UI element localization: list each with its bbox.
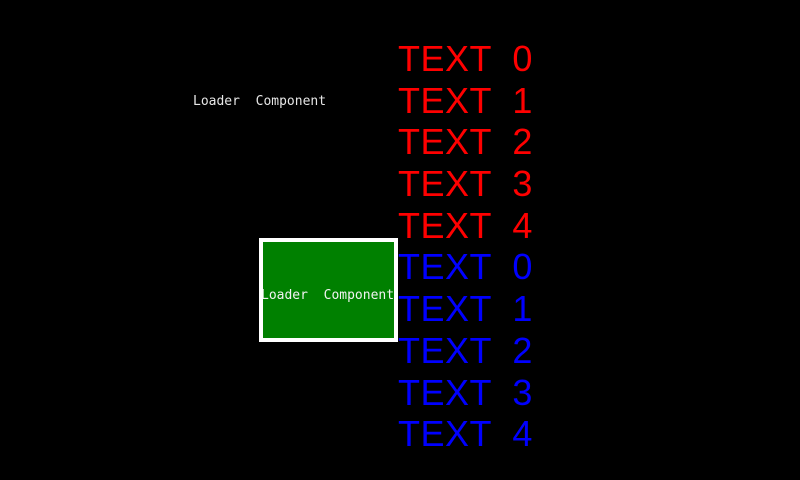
text-row-red-2[interactable]: TEXT 2 — [398, 121, 533, 163]
text-row-red-4[interactable]: TEXT 4 — [398, 204, 533, 246]
text-row-blue-3[interactable]: TEXT 3 — [398, 371, 533, 413]
text-row-blue-2[interactable]: TEXT 2 — [398, 329, 533, 371]
text-row-red-0[interactable]: TEXT 0 — [398, 38, 533, 79]
text-row-blue-4[interactable]: TEXT 4 — [398, 413, 533, 455]
top-loader-component-label: Loader Component — [193, 94, 327, 109]
text-row-blue-1[interactable]: TEXT 1 — [398, 288, 533, 330]
text-row-red-1[interactable]: TEXT 1 — [398, 79, 533, 121]
text-row-red-3[interactable]: TEXT 3 — [398, 163, 533, 205]
loader-panel-label: Loader Component — [261, 288, 395, 303]
loader-component-panel[interactable]: Loader Component — [259, 238, 398, 342]
text-row-blue-0[interactable]: TEXT 0 — [398, 246, 533, 288]
